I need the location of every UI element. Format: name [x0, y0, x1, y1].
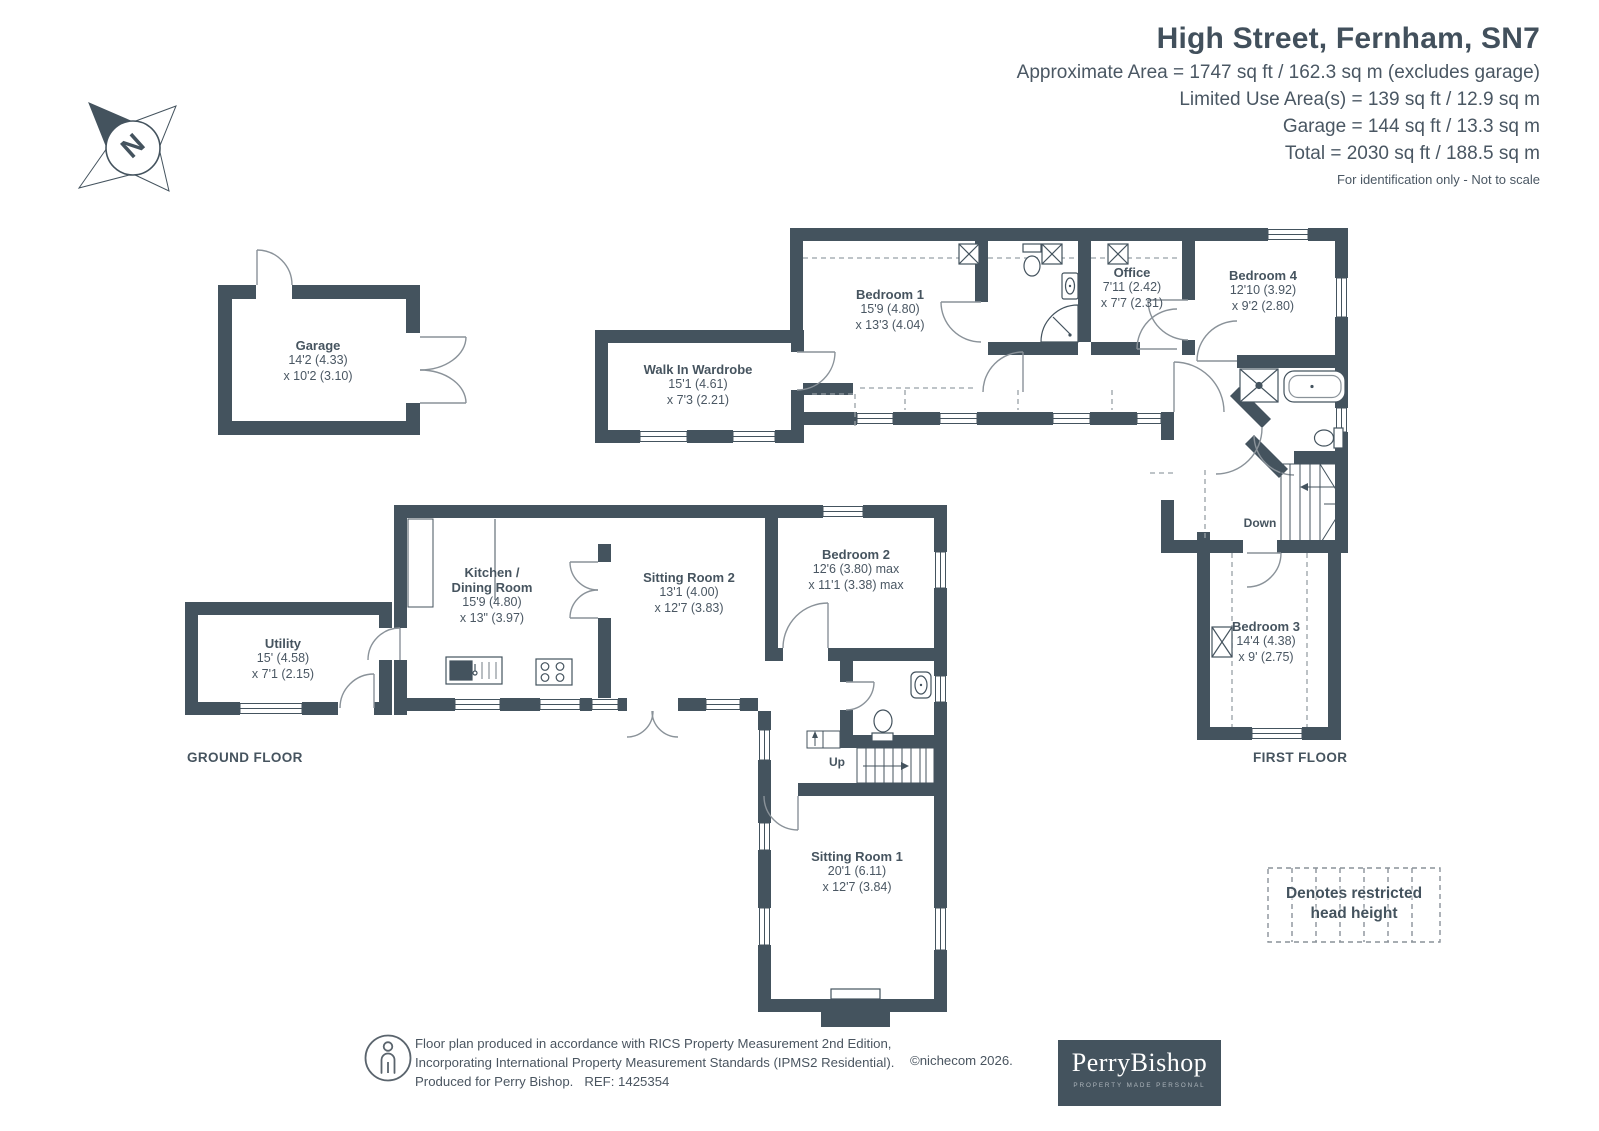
footer-line-2: Incorporating International Property Mea…	[415, 1055, 895, 1070]
fireplace-icon	[830, 988, 881, 1000]
logo-name: PerryBishop	[1071, 1048, 1208, 1077]
perry-bishop-logo: PerryBishop PROPERTY MADE PERSONAL	[1058, 1040, 1221, 1106]
room-label-office: Office 7'11 (2.42) x 7'7 (2.31)	[1100, 265, 1164, 310]
area-line-limited-use: Limited Use Area(s) = 139 sq ft / 12.9 s…	[1179, 89, 1540, 110]
room-label-bedroom-3: Bedroom 3 14'4 (4.38) x 9' (2.75)	[1232, 619, 1300, 664]
room-label-sitting-room-1: Sitting Room 1 20'1 (6.11) x 12'7 (3.84)	[811, 849, 903, 894]
logo-tagline: PROPERTY MADE PERSONAL	[1073, 1082, 1206, 1089]
bathtub-icon	[1283, 370, 1346, 403]
skylight-icon	[958, 243, 1233, 658]
footer-disclaimer: Floor plan produced in accordance with R…	[415, 1034, 894, 1091]
corner-shower-icon	[1040, 304, 1079, 343]
room-label-bedroom-1: Bedroom 1 15'9 (4.80) x 13'3 (4.04)	[855, 287, 925, 332]
stairs-up-icon	[856, 747, 935, 784]
area-line-approximate: Approximate Area = 1747 sq ft / 162.3 sq…	[1016, 62, 1540, 83]
room-label-utility: Utility 15' (4.58) x 7'1 (2.15)	[251, 636, 315, 681]
room-label-bedroom-4: Bedroom 4 12'10 (3.92) x 9'2 (2.80)	[1229, 268, 1297, 313]
footer-line-3: Produced for Perry Bishop. REF: 1425354	[415, 1074, 670, 1089]
ground-floor-label: GROUND FLOOR	[187, 750, 303, 765]
copyright-notice: ©nichecom 2026.	[910, 1053, 1013, 1068]
toilet-icon	[871, 243, 1344, 742]
first-floor-label: FIRST FLOOR	[1253, 750, 1348, 765]
legend-box	[1267, 867, 1441, 943]
compass-icon	[77, 102, 177, 192]
room-label-kitchen-dining: Kitchen / Dining Room 15'9 (4.80) x 13" …	[451, 565, 533, 625]
page-title: High Street, Fernham, SN7	[1156, 22, 1540, 55]
kitchen-sink-icon	[407, 518, 503, 685]
shower-icon	[1239, 368, 1279, 403]
hob-icon	[535, 658, 573, 686]
room-label-garage: Garage 14'2 (4.33) x 10'2 (3.10)	[283, 338, 353, 383]
area-line-garage: Garage = 144 sq ft / 13.3 sq m	[1282, 116, 1540, 137]
legend-restricted-head-height: Denotes restricted head height	[1285, 885, 1423, 922]
footer-line-1: Floor plan produced in accordance with R…	[415, 1036, 892, 1051]
room-label-bedroom-2: Bedroom 2 12'6 (3.80) max x 11'1 (3.38) …	[808, 547, 904, 592]
area-line-total: Total = 2030 sq ft / 188.5 sq m	[1284, 143, 1540, 164]
sink-icon	[910, 272, 1079, 699]
door-swings	[256, 249, 1295, 831]
stairs-down-icon	[1280, 463, 1348, 545]
step-icon	[806, 730, 841, 749]
stairs-up-label: Up	[829, 755, 845, 769]
person-icon	[364, 1034, 412, 1082]
scale-note: For identification only - Not to scale	[1336, 172, 1540, 187]
room-label-walk-in-wardrobe: Walk In Wardrobe 15'1 (4.61) x 7'3 (2.21…	[643, 362, 753, 407]
header: High Street, Fernham, SN7 Approximate Ar…	[1017, 22, 1540, 187]
room-label-sitting-room-2: Sitting Room 2 13'1 (4.00) x 12'7 (3.83)	[643, 570, 735, 615]
walls	[185, 228, 1348, 1027]
windows	[239, 229, 1347, 951]
stairs-down-label: Down	[1243, 516, 1277, 530]
